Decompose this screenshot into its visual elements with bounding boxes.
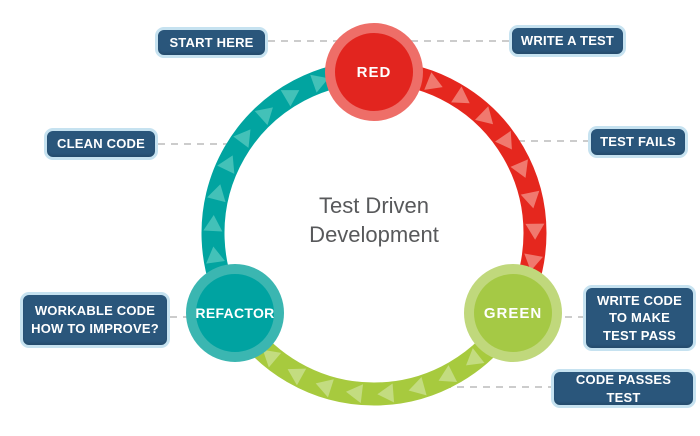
callout-test-fails-label: TEST FAILS: [600, 134, 676, 150]
node-red-label: RED: [356, 63, 392, 81]
callout-clean-code: CLEAN CODE: [44, 128, 158, 160]
callout-write-code-line3: TEST PASS: [602, 327, 677, 343]
callout-code-passes-test: CODE PASSES TEST: [551, 369, 696, 408]
callout-write-code-to-make-test-pass: WRITE CODE TO MAKE TEST PASS: [583, 285, 696, 351]
node-red: RED: [325, 23, 423, 121]
node-refactor: REFACTOR: [186, 264, 284, 362]
callout-write-a-test: WRITE A TEST: [509, 25, 626, 57]
node-refactor-label: REFACTOR: [195, 305, 275, 321]
callout-write-code-line2: TO MAKE: [608, 310, 671, 326]
callout-clean-code-label: CLEAN CODE: [57, 136, 145, 152]
callout-workable-code-line1: WORKABLE CODE: [34, 303, 156, 319]
diagram-title-line2: Development: [309, 222, 439, 247]
node-green-label: GREEN: [483, 304, 543, 322]
callout-write-code-line1: WRITE CODE: [596, 292, 683, 308]
callout-code-passes-test-label: CODE PASSES TEST: [575, 371, 672, 405]
node-green: GREEN: [464, 264, 562, 362]
callout-test-fails: TEST FAILS: [588, 126, 688, 158]
diagram-title: Test Driven Development: [309, 191, 439, 249]
diagram-title-line1: Test Driven: [318, 193, 430, 218]
callout-workable-code-how-to-improve: WORKABLE CODE HOW TO IMPROVE?: [20, 292, 170, 348]
callout-start-here: START HERE: [155, 27, 268, 58]
callout-start-here-label: START HERE: [169, 34, 254, 50]
callout-write-a-test-label: WRITE A TEST: [520, 33, 615, 49]
callout-workable-code-line2: HOW TO IMPROVE?: [31, 321, 159, 336]
